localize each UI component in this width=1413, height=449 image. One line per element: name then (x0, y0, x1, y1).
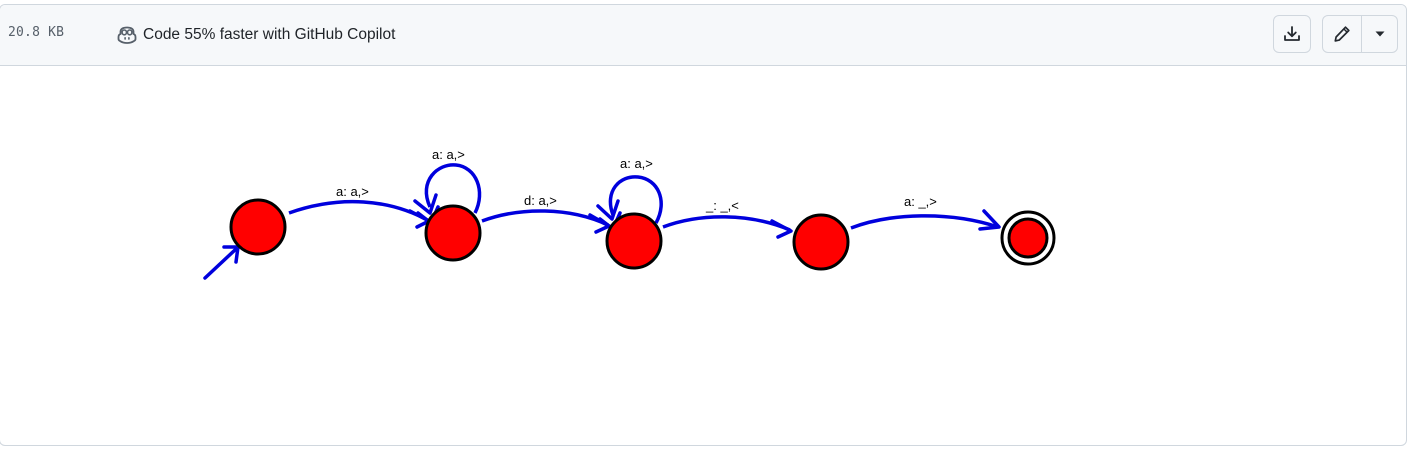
download-button[interactable] (1273, 15, 1311, 53)
file-header: 20.8 KB Code 55% faster with GitHub Copi… (0, 5, 1406, 66)
accepting-state-node (1000, 210, 1056, 266)
pencil-icon (1332, 24, 1352, 44)
copilot-promo-text: Code 55% faster with GitHub Copilot (143, 26, 396, 43)
transition-edge: d: a,> (481, 193, 611, 234)
transition-label: a: _,> (904, 194, 937, 209)
transition-self-loop: a: a,> (413, 147, 482, 225)
copilot-icon (116, 24, 138, 46)
initial-arrow (203, 245, 240, 280)
transition-label: _: _,< (705, 198, 739, 213)
copilot-promo-link[interactable]: Code 55% faster with GitHub Copilot (116, 23, 395, 47)
transition-label: a: a,> (432, 147, 465, 162)
transition-edge: a: a,> (288, 184, 431, 229)
transition-edge: a: _,> (850, 194, 1001, 231)
download-icon (1282, 24, 1302, 44)
file-size: 20.8 KB (8, 25, 65, 40)
state-node (605, 212, 663, 270)
image-preview: a: a,> a: a,> d: a,> a: a,> (0, 66, 1406, 445)
state-node (792, 213, 850, 271)
edit-options-dropdown[interactable] (1361, 15, 1398, 53)
transition-edge: _: _,< (662, 198, 793, 239)
state-node (424, 204, 482, 262)
triangle-down-icon (1374, 30, 1386, 38)
transition-label: d: a,> (524, 193, 557, 208)
transition-label: a: a,> (620, 156, 653, 171)
transition-label: a: a,> (336, 184, 369, 199)
file-viewer: 20.8 KB Code 55% faster with GitHub Copi… (0, 4, 1407, 446)
state-node (229, 198, 287, 256)
turing-machine-diagram: a: a,> a: a,> d: a,> a: a,> (203, 147, 1056, 280)
